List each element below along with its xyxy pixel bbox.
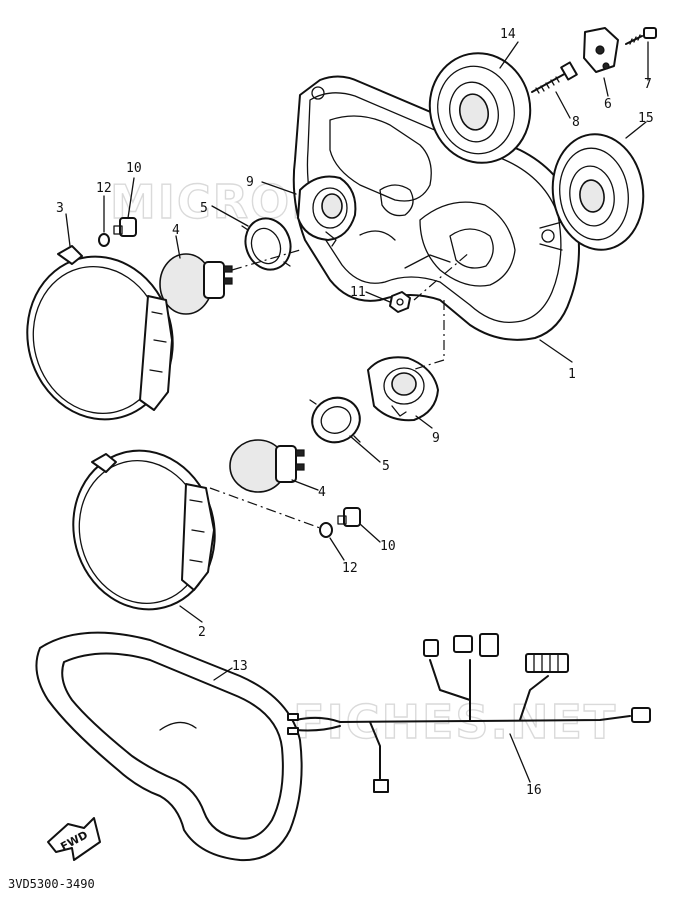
callout-8: 8 [572, 115, 580, 130]
callout-14: 14 [500, 27, 516, 42]
trim-ring-14-part [428, 52, 532, 164]
callout-10-lower: 10 [380, 539, 396, 554]
callout-5-upper: 5 [200, 201, 208, 216]
nut-11-part [389, 291, 411, 313]
callout-15: 15 [638, 111, 654, 126]
socket-cover-9-upper-part [297, 175, 357, 247]
leader-lines [65, 41, 649, 783]
headlight-bulb-4-lower-part [229, 439, 305, 493]
bolt-7-part [625, 27, 657, 45]
socket-cover-9-lower-part [367, 356, 439, 422]
callout-13: 13 [232, 659, 248, 674]
callout-3: 3 [56, 201, 64, 216]
small-bulb-10-upper-part [113, 217, 137, 237]
headlight-bulb-4-upper-part [159, 253, 233, 315]
callout-12-lower: 12 [342, 561, 358, 576]
washer-12-lower-part [319, 522, 333, 538]
callout-2: 2 [198, 625, 206, 640]
callout-6: 6 [604, 97, 612, 112]
small-bulb-10-lower-part [337, 507, 361, 527]
callout-5-lower: 5 [382, 459, 390, 474]
callout-1: 1 [568, 367, 576, 382]
bracket-6-part [583, 27, 619, 73]
headlight-unit-2-lower-part [72, 449, 216, 611]
bulb-holder-5-lower-part [309, 396, 361, 444]
wire-harness-16-part [287, 633, 651, 793]
headlight-unit-3-upper-part [26, 245, 174, 421]
forward-direction-arrow-icon: FWD [47, 817, 101, 861]
callout-11: 11 [350, 285, 366, 300]
callout-4-upper: 4 [172, 223, 180, 238]
lens-frame-13-part [35, 631, 303, 862]
callout-9-upper: 9 [246, 175, 254, 190]
callout-12-upper: 12 [96, 181, 112, 196]
bulb-holder-5-upper-part [241, 217, 292, 271]
callout-10-upper: 10 [126, 161, 142, 176]
adjusting-screw-8-part [531, 61, 578, 94]
headlight-housing-part [292, 75, 580, 341]
callout-4-lower: 4 [318, 485, 326, 500]
callout-16: 16 [526, 783, 542, 798]
washer-12-upper-part [98, 233, 110, 247]
drawing-code: 3VD5300-3490 [8, 877, 95, 891]
trim-ring-15-part [551, 133, 645, 251]
callout-labels: 1 2 3 4 4 5 5 6 7 8 9 9 10 10 11 12 12 1… [56, 27, 654, 798]
callout-7: 7 [644, 77, 652, 92]
callout-9-lower: 9 [432, 431, 440, 446]
